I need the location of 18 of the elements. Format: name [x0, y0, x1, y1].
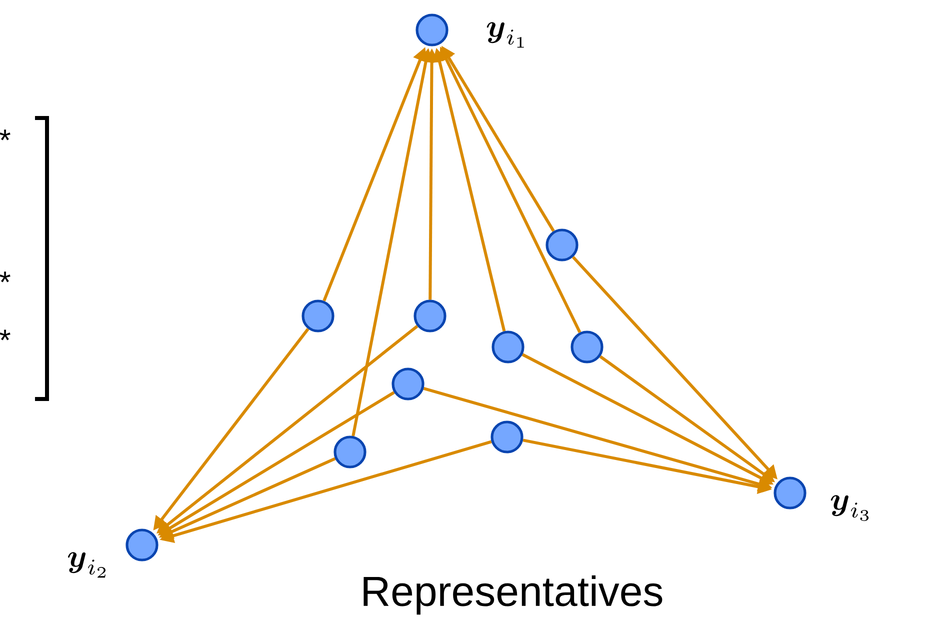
representative-point: $\boldsymbol{y}_{i_1}$	[416, 14, 524, 48]
point-circle	[490, 420, 524, 454]
asterisk: *	[0, 330, 10, 340]
asterisk: *	[0, 130, 10, 140]
point-circle	[492, 330, 524, 364]
point-circle	[570, 330, 604, 364]
caption-text: Representatives	[364, 575, 662, 615]
representative-point: $\boldsymbol{y}_{i_3}$	[774, 476, 869, 521]
representative-point: $\boldsymbol{y}_{i_2}$	[68, 528, 158, 578]
point-circle	[302, 300, 334, 332]
point-circle	[334, 436, 366, 468]
node-label: $\boldsymbol{y}_{i_2}$	[68, 552, 106, 578]
node-label: $\boldsymbol{y}_{i_3}$	[830, 495, 869, 521]
point-circle	[392, 368, 424, 400]
node-label: $\boldsymbol{y}_{i_1}$	[486, 22, 524, 48]
asterisk: *	[0, 272, 10, 282]
point-circle	[546, 228, 578, 262]
point-circle	[414, 300, 446, 332]
